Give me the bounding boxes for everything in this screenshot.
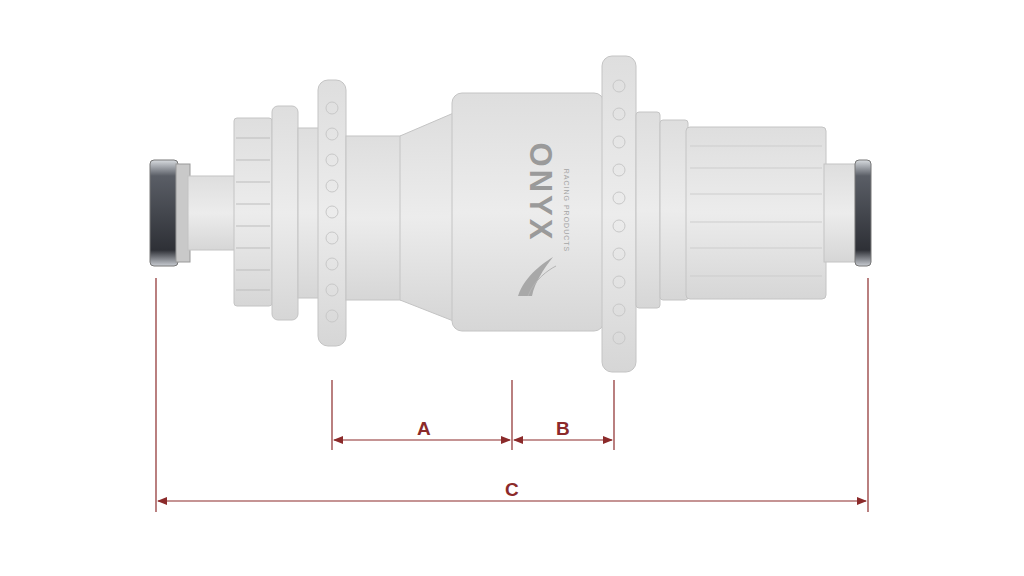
arrowhead (603, 436, 613, 444)
dimension-lines (156, 278, 868, 512)
arrowhead (513, 436, 523, 444)
shell-neck (346, 136, 402, 300)
dimension-c (158, 500, 866, 501)
right-flange (602, 56, 636, 372)
extension-line (511, 380, 512, 450)
shell-taper (400, 112, 456, 322)
freehub-body (686, 127, 826, 299)
freehub-splines (690, 146, 822, 276)
arrowhead (157, 497, 167, 505)
arrowhead (333, 436, 343, 444)
left-axle (188, 176, 236, 250)
dimension-a (334, 439, 510, 440)
brand-tagline: RACING PRODUCTS (563, 169, 570, 252)
left-neck (298, 128, 320, 298)
hub-body (150, 56, 871, 372)
right-flange-holes (613, 80, 625, 344)
right-endcap (855, 160, 871, 266)
left-endcap (150, 160, 178, 266)
brand-logo: ONYX (525, 143, 556, 243)
left-flange (318, 80, 346, 346)
dimension-b (514, 439, 612, 440)
drive-spacer (636, 112, 660, 308)
dimension-label: A (417, 419, 431, 438)
spline-lines (236, 138, 270, 290)
logo-wing-line (528, 266, 556, 296)
arrowhead (857, 497, 867, 505)
logo-wing (518, 257, 553, 296)
extension-line (613, 380, 614, 450)
extension-line (867, 278, 868, 512)
extension-line (155, 278, 156, 512)
left-flange-holes (326, 102, 338, 322)
centerlock-spline (234, 118, 272, 306)
dimension-label: C (505, 480, 519, 499)
shell-body (452, 93, 604, 331)
extension-line (331, 380, 332, 450)
rotor-shoulder (272, 106, 298, 320)
right-axle (824, 164, 858, 262)
dimension-label: B (556, 419, 570, 438)
freehub-seal (660, 120, 688, 300)
arrowhead (501, 436, 511, 444)
